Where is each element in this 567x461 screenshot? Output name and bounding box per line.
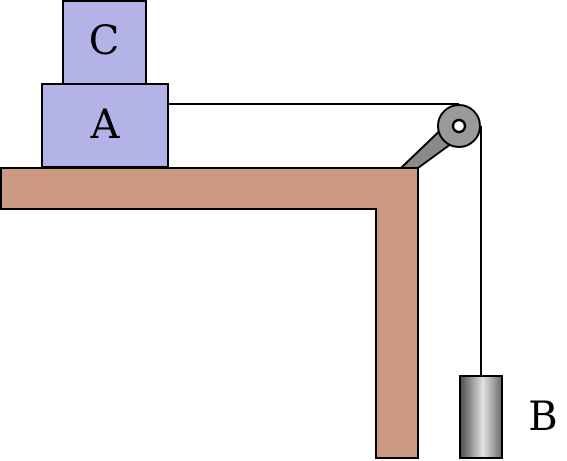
block-c bbox=[62, 0, 147, 85]
block-a bbox=[41, 83, 169, 168]
block-a-label: A bbox=[90, 102, 121, 148]
pulley-axle bbox=[451, 118, 467, 134]
table bbox=[0, 167, 419, 459]
block-b-label: B bbox=[528, 394, 557, 440]
hanging-mass-b bbox=[459, 375, 503, 459]
block-c-label: C bbox=[89, 18, 120, 64]
